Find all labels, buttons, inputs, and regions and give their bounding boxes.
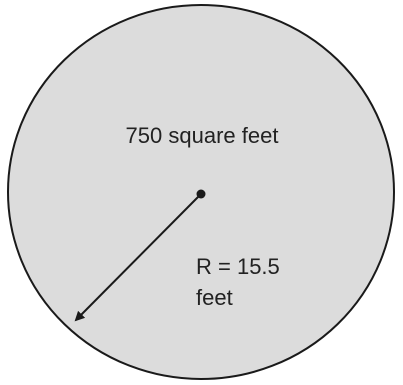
radius-label-line1: R = 15.5 bbox=[196, 254, 280, 279]
radius-arrow bbox=[74, 195, 200, 322]
area-label: 750 square feet bbox=[126, 123, 279, 148]
radius-label-line2: feet bbox=[196, 285, 233, 310]
